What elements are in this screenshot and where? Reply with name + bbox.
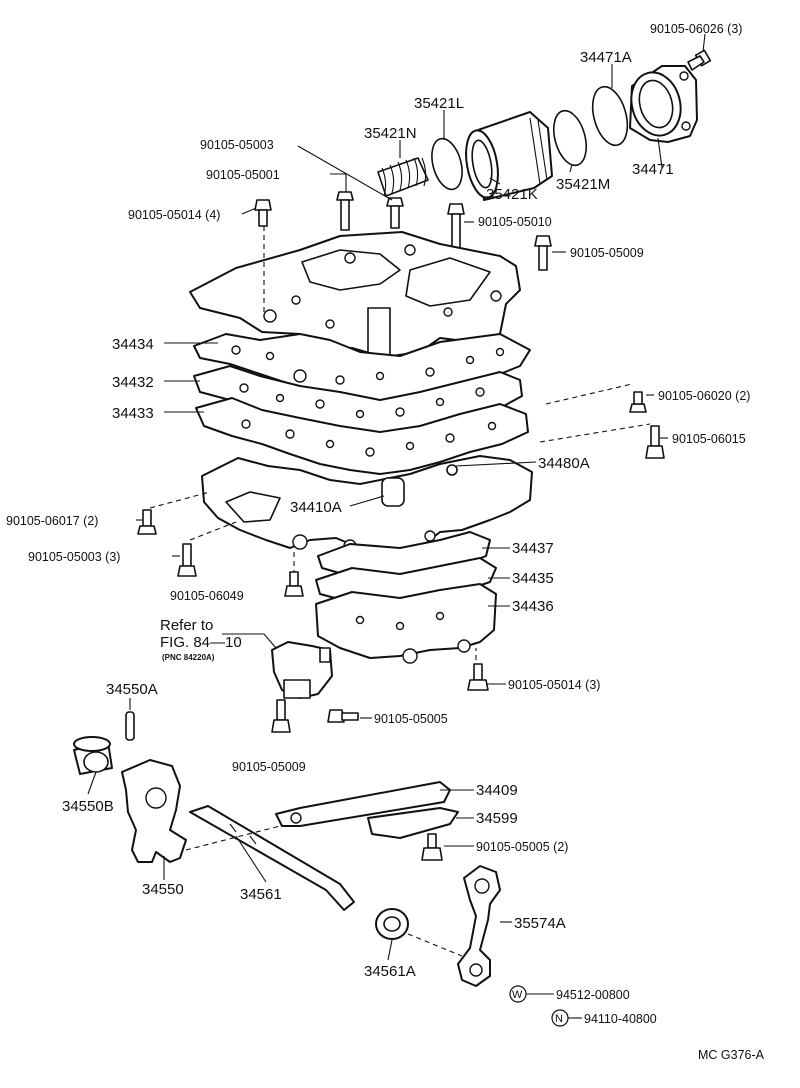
bushing-34550B <box>73 736 113 775</box>
nut-symbol: N <box>551 1009 569 1027</box>
upper-valve-body <box>189 231 521 357</box>
o-ring-35421M <box>552 109 588 167</box>
label-34435: 34435 <box>512 570 554 587</box>
label-94110-40800: 94110-40800 <box>584 1012 657 1026</box>
refer-to-line2: FIG. 84—10 <box>160 634 242 651</box>
label-34471A: 34471A <box>580 49 632 66</box>
label-90105-05010: 90105-05010 <box>478 215 552 229</box>
label-90105-05003: 90105-05003 <box>200 138 274 152</box>
piston-35421K <box>465 111 553 201</box>
solenoid-assembly <box>271 641 333 699</box>
plate-34599 <box>367 807 459 839</box>
label-34550A: 34550A <box>106 681 158 698</box>
washer-symbol: W <box>509 985 527 1003</box>
bolt-90105-06026 <box>687 49 712 71</box>
detent-lever-34550 <box>121 759 187 863</box>
label-90105-05005: 90105-05005 <box>374 712 448 726</box>
refer-to-line1: Refer to <box>160 617 213 634</box>
leader-lines <box>87 33 706 1019</box>
label-90105-06017: 90105-06017 (2) <box>6 514 98 528</box>
label-90105-05009-upper: 90105-05009 <box>570 246 644 260</box>
bolt-90105-05005-2 <box>421 833 443 861</box>
label-34550B: 34550B <box>62 798 114 815</box>
svg-text:W: W <box>512 989 523 1001</box>
bolt-90105-06020 <box>629 391 647 413</box>
label-35421M: 35421M <box>556 176 610 193</box>
cover-34436 <box>315 583 497 664</box>
label-34437: 34437 <box>512 540 554 557</box>
bolt-90105-05003 <box>386 197 404 229</box>
label-34561: 34561 <box>240 886 282 903</box>
footer-code: MC G376-A <box>698 1048 765 1062</box>
bolt-90105-06049 <box>284 571 304 597</box>
bolt-90105-05005 <box>327 709 359 723</box>
label-90105-06049: 90105-06049 <box>170 589 244 603</box>
label-35421K: 35421K <box>486 186 538 203</box>
label-90105-05001: 90105-05001 <box>206 168 280 182</box>
label-90105-05005-2: 90105-05005 (2) <box>476 840 568 854</box>
seal-34561A <box>375 908 409 940</box>
label-90105-05009-lower: 90105-05009 <box>232 760 306 774</box>
label-34561A: 34561A <box>364 963 416 980</box>
bolt-90105-05014-4 <box>254 199 272 227</box>
bolt-90105-05001 <box>336 191 354 231</box>
label-90105-05003-3: 90105-05003 (3) <box>28 550 120 564</box>
refer-to-line3: (PNC 84220A) <box>162 653 215 662</box>
label-34434: 34434 <box>112 336 154 353</box>
gasket-34433 <box>195 397 529 475</box>
manual-valve-shaft-34561 <box>189 805 355 911</box>
label-34480A: 34480A <box>538 455 590 472</box>
svg-text:N: N <box>555 1013 563 1025</box>
label-34433: 34433 <box>112 405 154 422</box>
pin-34550A <box>125 711 135 741</box>
label-35421L: 35421L <box>414 95 464 112</box>
bolt-90105-05003-3 <box>177 543 197 577</box>
lever-34409 <box>275 781 451 827</box>
label-34410A: 34410A <box>290 499 342 516</box>
bolt-90105-05014-3 <box>467 663 489 691</box>
label-90105-05014-3: 90105-05014 (3) <box>508 678 600 692</box>
gasket-holes <box>231 345 505 457</box>
label-34599: 34599 <box>476 810 518 827</box>
dashed-alignment-lines <box>149 226 651 957</box>
label-34409: 34409 <box>476 782 518 799</box>
label-34432: 34432 <box>112 374 154 391</box>
bolt-90105-05009-lower <box>271 699 291 733</box>
label-35574A: 35574A <box>514 915 566 932</box>
label-90105-06015: 90105-06015 <box>672 432 746 446</box>
part-labels: 90105-06026 (3) 34471A 35421L 35421N 901… <box>6 22 765 1062</box>
lever-35574A <box>457 865 501 987</box>
label-90105-05014-4: 90105-05014 (4) <box>128 208 220 222</box>
o-ring-35421L <box>431 137 463 191</box>
label-94512-00800: 94512-00800 <box>556 988 630 1002</box>
bolt-90105-05009-upper <box>534 235 552 271</box>
o-ring-34471A <box>591 85 629 147</box>
spring-35421N <box>377 157 429 197</box>
label-34471: 34471 <box>632 161 674 178</box>
label-90105-06020: 90105-06020 (2) <box>658 389 750 403</box>
label-34436: 34436 <box>512 598 554 615</box>
bolt-90105-06015 <box>645 425 665 459</box>
label-34550: 34550 <box>142 881 184 898</box>
bolt-90105-06017 <box>137 509 157 535</box>
label-35421N: 35421N <box>364 125 417 142</box>
accumulator-cover-34471 <box>629 65 698 143</box>
label-90105-06026: 90105-06026 (3) <box>650 22 742 36</box>
